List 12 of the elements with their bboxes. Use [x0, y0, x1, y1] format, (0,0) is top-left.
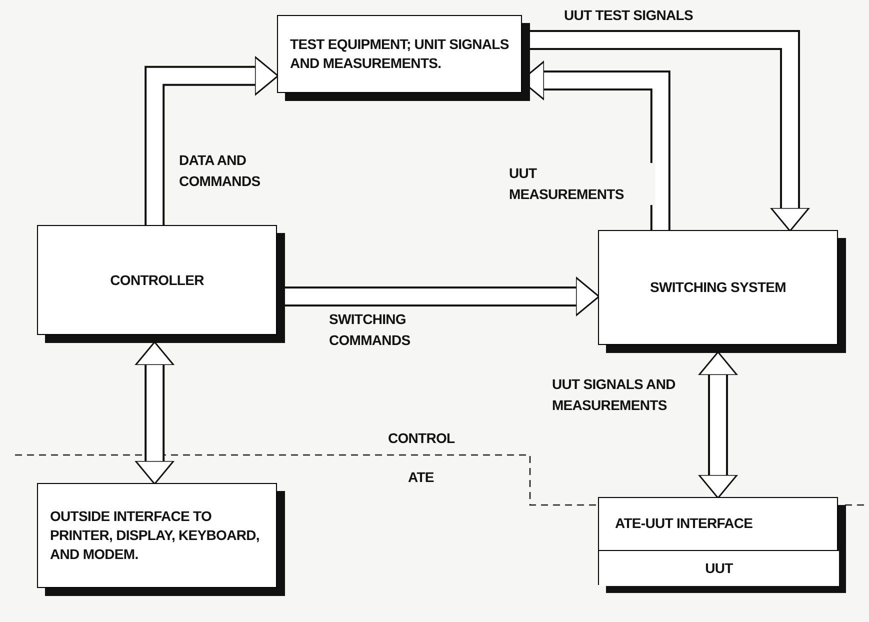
- box-text: OUTSIDE INTERFACE TO PRINTER, DISPLAY, KEYBOARD, AND MODEM.: [50, 507, 260, 564]
- hollow-arrow: [144, 56, 279, 225]
- box-text: UUT: [705, 559, 733, 578]
- box-text: TEST EQUIPMENT; UNIT SIGNALS AND MEASUREMENTS.: [290, 35, 510, 73]
- box-text: CONTROLLER: [110, 270, 204, 290]
- box-text: SWITCHING SYSTEM: [650, 278, 786, 297]
- process-box: [599, 550, 839, 586]
- region-label: CONTROL: [388, 429, 455, 448]
- region-label: ATE: [408, 468, 434, 487]
- hollow-arrow: [698, 351, 738, 499]
- box-text: ATE-UUT INTERFACE: [615, 514, 753, 533]
- hollow-arrow: [134, 341, 174, 485]
